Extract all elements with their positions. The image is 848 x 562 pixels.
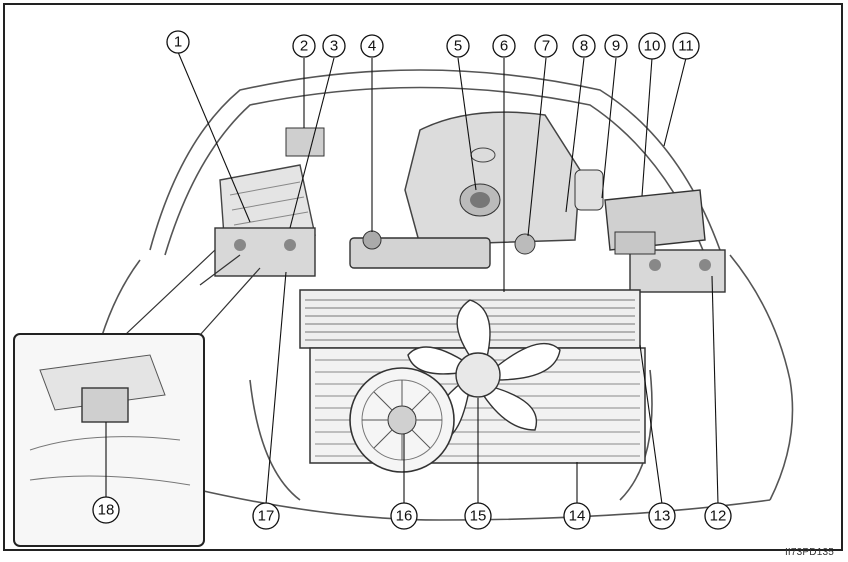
callout-1: 1 <box>174 34 182 51</box>
callout-7: 7 <box>542 38 550 55</box>
callout-9: 9 <box>612 38 620 55</box>
callout-8: 8 <box>580 38 588 55</box>
brake-fluid-reservoir <box>514 233 536 255</box>
battery-left <box>214 227 316 277</box>
callout-8-circle <box>572 34 596 58</box>
callout-17: 17 <box>258 508 275 525</box>
callout-13-circle <box>648 502 676 530</box>
callout-11: 11 <box>678 38 694 55</box>
callout-9-circle <box>604 34 628 58</box>
callout-3: 3 <box>330 38 338 55</box>
callout-3-circle <box>322 34 346 58</box>
callout-11-circle <box>672 32 700 60</box>
callout-15: 15 <box>470 508 487 525</box>
callout-14: 14 <box>569 508 586 525</box>
figure-frame <box>3 3 843 551</box>
figure-code: II73PD135 <box>784 547 834 558</box>
callout-4-circle <box>360 34 384 58</box>
callout-17-circle <box>252 502 280 530</box>
callout-2-circle <box>292 34 316 58</box>
callout-10-circle <box>638 32 666 60</box>
electric-fan <box>349 367 455 473</box>
callout-13: 13 <box>654 508 671 525</box>
callout-12: 12 <box>710 508 727 525</box>
inset-detail-panel <box>13 249 261 547</box>
callout-16: 16 <box>396 508 413 525</box>
callout-15-circle <box>464 502 492 530</box>
callout-14-circle <box>563 502 591 530</box>
inset-relay-box <box>81 387 129 423</box>
fuel-filter <box>574 169 604 211</box>
coolant-reservoir <box>349 230 491 269</box>
callout-1-circle <box>166 30 190 54</box>
callout-5: 5 <box>454 38 462 55</box>
callout-10: 10 <box>644 38 661 55</box>
callout-6: 6 <box>500 38 508 55</box>
callout-5-circle <box>446 34 470 58</box>
callout-7-circle <box>534 34 558 58</box>
callout-12-circle <box>704 502 732 530</box>
callout-2: 2 <box>300 38 308 55</box>
leader-lines <box>105 51 719 505</box>
callout-16-circle <box>390 502 418 530</box>
relay-block <box>285 127 325 157</box>
callout-18-circle <box>92 496 120 524</box>
callout-6-circle <box>492 34 516 58</box>
engine-cover <box>404 111 581 246</box>
callout-18: 18 <box>98 502 115 519</box>
callouts <box>92 30 732 530</box>
callout-4: 4 <box>368 38 376 55</box>
battery-right <box>614 231 726 293</box>
